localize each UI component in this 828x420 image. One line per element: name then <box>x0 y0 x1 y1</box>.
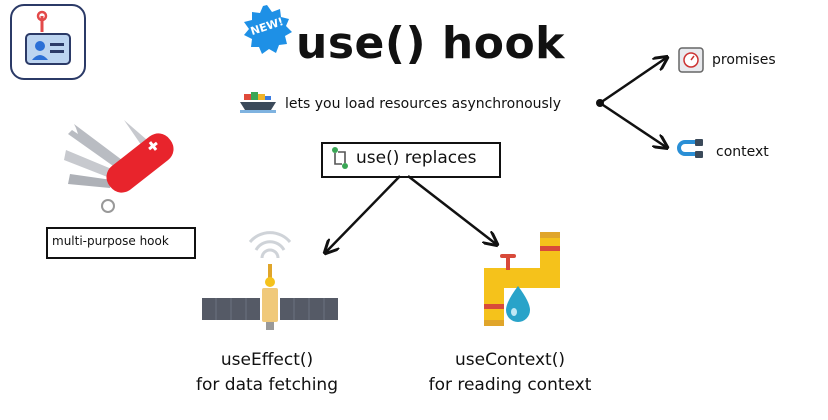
safe-icon <box>678 47 704 73</box>
swiss-knife-icon <box>64 120 174 213</box>
use-effect-description: for data fetching <box>196 375 338 395</box>
use-context-label: useContext() <box>455 350 565 370</box>
user-card-icon <box>25 10 71 65</box>
app-icon <box>10 4 86 80</box>
use-effect-label: useEffect() <box>220 350 314 370</box>
replaces-arrows <box>300 175 520 262</box>
pipe-icon <box>484 232 560 326</box>
cable-icon <box>677 139 703 158</box>
promises-label: promises <box>712 52 776 68</box>
swap-icon <box>332 147 348 169</box>
subtitle: lets you load resources asynchronously <box>285 96 561 112</box>
use-context-description: for reading context <box>428 375 592 395</box>
branch-arrows <box>596 50 680 160</box>
multi-purpose-label: multi-purpose hook <box>52 234 169 248</box>
context-label: context <box>716 144 769 160</box>
multi-purpose-box <box>46 227 196 259</box>
cargo-ship-icon <box>240 92 276 113</box>
page-title: use() hook <box>296 18 565 69</box>
replaces-label: use() replaces <box>356 148 477 168</box>
new-badge-icon <box>244 5 292 54</box>
satellite-icon <box>202 231 338 330</box>
